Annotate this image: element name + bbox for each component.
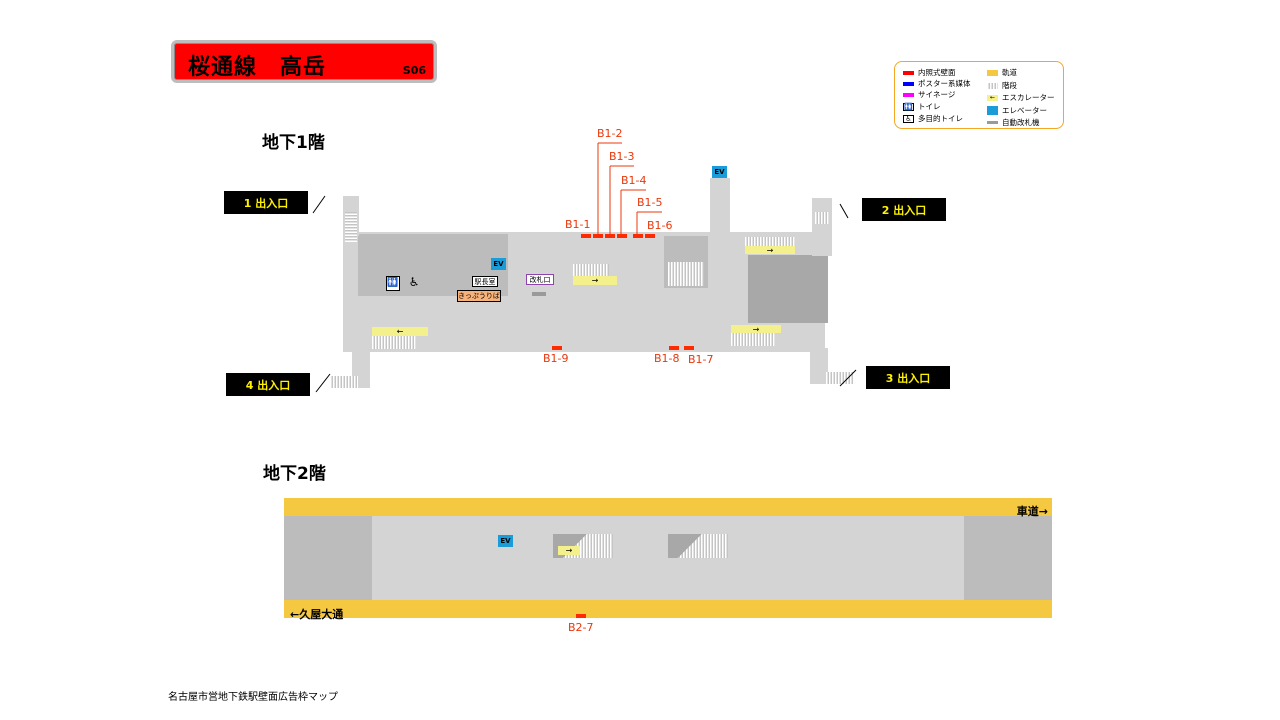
ad-label-b1-3: B1-3 (609, 150, 635, 163)
ad-label-b1-8: B1-8 (654, 352, 680, 365)
platform-end-left (284, 516, 372, 600)
ticket-gate-badge: 改札口 (526, 274, 554, 285)
ad-label-b2-7: B2-7 (568, 621, 594, 634)
ad-label-b1-2: B1-2 (597, 127, 623, 140)
right-block (748, 255, 828, 323)
lower-corridor (368, 300, 730, 336)
elevator-icon: EV (491, 258, 506, 270)
accessible-toilet-icon: ♿ (408, 275, 420, 289)
swatch-magenta (903, 92, 914, 97)
ad-marker-b1-9[interactable] (552, 346, 562, 350)
station-office-badge: 駅長室 (472, 276, 498, 287)
legend-item: サイネージ (903, 89, 955, 100)
escalator-icon: → (731, 325, 781, 334)
legend-item: 階段 (987, 80, 1017, 91)
elevator-icon: EV (712, 166, 727, 178)
exit1-stairs (345, 212, 357, 242)
stairs (731, 333, 775, 346)
stairs (745, 237, 795, 246)
station-title-plate: 桜通線 高岳 S06 (171, 40, 437, 83)
escalator-icon: → (573, 276, 617, 285)
ad-label-b1-9: B1-9 (543, 352, 569, 365)
platform-end-right (964, 516, 1052, 600)
exit4-stairs (330, 376, 358, 388)
swatch-blue (903, 81, 914, 86)
direction-right-label: 車道→ (1016, 505, 1048, 518)
escalator-icon: → (558, 546, 580, 555)
ticket-gate-icon (987, 121, 998, 124)
track-icon (987, 69, 998, 76)
exit-4[interactable]: 4 出入口 (226, 373, 310, 396)
escalator-icon: → (745, 246, 795, 255)
ad-marker-b1-8[interactable] (669, 346, 679, 350)
exit-2[interactable]: 2 出入口 (862, 198, 946, 221)
exit-3[interactable]: 3 出入口 (866, 366, 950, 389)
exit2-stairs (815, 212, 829, 224)
toilet-icon: 🚻 (903, 102, 914, 111)
floor-label-b2: 地下2階 (263, 464, 326, 484)
legend-item: ♿ 多目的トイレ (903, 113, 963, 124)
toilet-icon: 🚻 (386, 276, 400, 291)
swatch-red (903, 70, 914, 75)
ad-label-b1-1: B1-1 (565, 218, 591, 231)
ad-marker-b1-4[interactable] (617, 234, 627, 238)
ticket-office-badge: きっぷうりば (457, 290, 501, 302)
escalator-icon: ← (372, 327, 428, 336)
footer-caption: 名古屋市営地下鉄駅壁面広告枠マップ (168, 692, 338, 703)
stairs (372, 336, 416, 349)
ad-label-b1-6: B1-6 (647, 219, 673, 232)
ad-marker-b1-5[interactable] (633, 234, 643, 238)
elevator-icon (987, 106, 998, 115)
elevator-shaft (710, 178, 730, 238)
legend-item: エレベーター (987, 105, 1047, 116)
ad-marker-b1-1[interactable] (581, 234, 591, 238)
ad-marker-b2-7[interactable] (576, 614, 586, 618)
ticket-gate-icon (532, 292, 546, 296)
ad-label-b1-7: B1-7 (688, 353, 714, 366)
legend-item: 🚻 トイレ (903, 102, 941, 111)
direction-left-label: ←久屋大通 (290, 608, 344, 621)
exit3-stairs (826, 372, 854, 384)
exit3-corridor (810, 348, 828, 384)
legend-item: 軌道 (987, 67, 1017, 78)
ad-marker-b1-6[interactable] (645, 234, 655, 238)
elevator-icon: EV (498, 535, 513, 547)
ad-label-b1-5: B1-5 (637, 196, 663, 209)
stairs (668, 262, 704, 286)
ad-marker-b1-7[interactable] (684, 346, 694, 350)
floor-label-b1: 地下1階 (262, 133, 325, 153)
legend-item: 内照式壁面 (903, 67, 956, 78)
escalator-icon: ← (987, 94, 998, 101)
legend-item: ポスター系媒体 (903, 78, 971, 89)
stairs (668, 534, 728, 558)
ad-marker-b1-2[interactable] (593, 234, 603, 238)
ad-marker-b1-3[interactable] (605, 234, 615, 238)
station-code: S06 (402, 64, 426, 77)
legend-item: ← エスカレーター (987, 92, 1055, 103)
platform-b2 (284, 516, 1052, 600)
exit-1[interactable]: 1 出入口 (224, 191, 308, 214)
ad-label-b1-4: B1-4 (621, 174, 647, 187)
stairs-icon (987, 82, 998, 89)
legend-item: 自動改札機 (987, 117, 1040, 128)
station-name: 桜通線 高岳 (188, 55, 327, 80)
stairs (573, 264, 609, 276)
accessible-toilet-icon: ♿ (903, 114, 914, 123)
legend: 内照式壁面 ポスター系媒体 サイネージ 🚻 トイレ ♿ 多目的トイレ 軌道 階段… (894, 61, 1064, 129)
